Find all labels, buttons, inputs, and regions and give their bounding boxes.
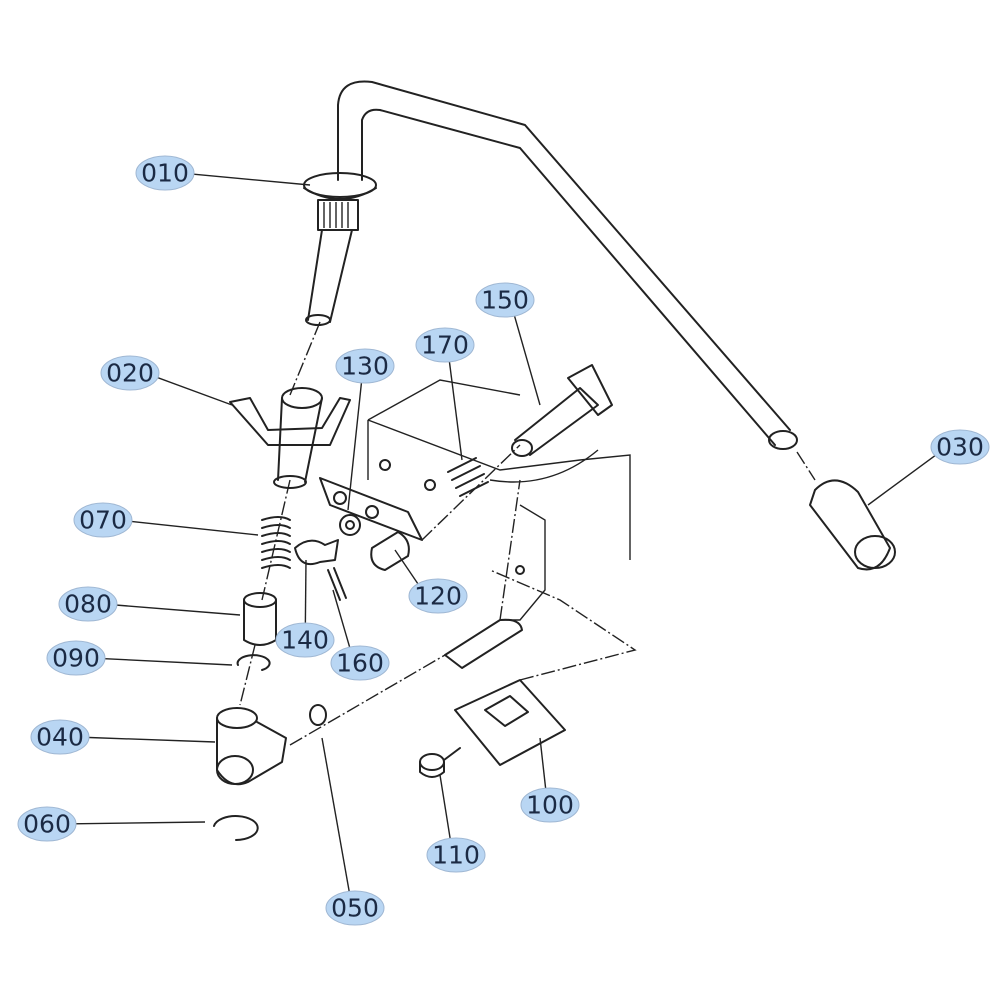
label-highlight xyxy=(930,429,990,465)
part-number: 050 xyxy=(331,894,379,923)
leader-line xyxy=(332,589,352,652)
lever-bracket xyxy=(229,387,351,489)
leader-line xyxy=(154,375,233,406)
label-highlight xyxy=(520,787,580,823)
leader-line xyxy=(190,173,311,186)
leader-line xyxy=(539,737,547,794)
pivot-block xyxy=(216,707,287,786)
label-highlight xyxy=(275,622,335,658)
spring-050 xyxy=(309,704,327,726)
spring xyxy=(261,516,291,569)
bolt xyxy=(419,747,461,778)
label-highlight xyxy=(325,890,385,926)
part-number: 120 xyxy=(414,582,462,611)
callout-100[interactable]: 100 xyxy=(520,737,580,823)
callout-140[interactable]: 140 xyxy=(275,559,335,658)
part-number: 030 xyxy=(936,433,984,462)
label-highlight xyxy=(17,806,77,842)
leader-line xyxy=(72,821,206,825)
leader-line xyxy=(394,549,421,588)
callout-090[interactable]: 090 xyxy=(46,640,233,676)
callout-070[interactable]: 070 xyxy=(73,502,259,538)
leader-line xyxy=(439,774,452,844)
pin xyxy=(511,364,613,457)
label-highlight xyxy=(73,502,133,538)
part-number: 010 xyxy=(141,159,189,188)
leader-line xyxy=(867,452,939,506)
label-highlight xyxy=(100,355,160,391)
label-highlight xyxy=(408,578,468,614)
part-number: 070 xyxy=(79,506,127,535)
small-spring xyxy=(447,457,489,497)
part-number: 090 xyxy=(52,644,100,673)
label-highlight xyxy=(135,155,195,191)
label-highlight xyxy=(58,586,118,622)
snap-ring xyxy=(213,815,259,841)
leader-line xyxy=(113,604,241,616)
leader-line xyxy=(512,311,541,406)
part-number: 150 xyxy=(481,286,529,315)
bushing xyxy=(243,592,277,646)
lever-rod xyxy=(303,80,798,450)
callout-120[interactable]: 120 xyxy=(394,549,468,614)
label-highlight xyxy=(335,348,395,384)
leader-line xyxy=(85,736,216,743)
label-highlight xyxy=(30,719,90,755)
callout-110[interactable]: 110 xyxy=(426,774,486,873)
leader-line xyxy=(448,356,463,461)
part-number: 020 xyxy=(106,359,154,388)
centerline xyxy=(239,321,816,746)
plate-assembly xyxy=(294,477,423,601)
callout-050[interactable]: 050 xyxy=(321,737,385,926)
label-highlight xyxy=(475,282,535,318)
label-highlight xyxy=(330,645,390,681)
part-number: 100 xyxy=(526,791,574,820)
callout-170[interactable]: 170 xyxy=(415,327,475,461)
stud xyxy=(444,618,523,669)
frame xyxy=(367,379,631,621)
part-number: 160 xyxy=(336,649,384,678)
grip xyxy=(809,479,896,571)
leader-line xyxy=(347,377,363,511)
callout-030[interactable]: 030 xyxy=(867,429,990,506)
part-number: 170 xyxy=(421,331,469,360)
clamp-plate xyxy=(454,679,566,766)
part-number: 060 xyxy=(23,810,71,839)
part-number: 140 xyxy=(281,626,329,655)
leader-line xyxy=(101,657,233,666)
label-highlight xyxy=(46,640,106,676)
leader-line xyxy=(304,559,307,629)
callout-020[interactable]: 020 xyxy=(100,355,233,406)
callout-130[interactable]: 130 xyxy=(335,348,395,511)
callout-060[interactable]: 060 xyxy=(17,806,206,842)
callout-160[interactable]: 160 xyxy=(330,589,390,681)
leader-line xyxy=(128,520,259,536)
callout-150[interactable]: 150 xyxy=(475,282,541,406)
label-highlight xyxy=(426,837,486,873)
callout-040[interactable]: 040 xyxy=(30,719,216,755)
part-number: 040 xyxy=(36,723,84,752)
callout-080[interactable]: 080 xyxy=(58,586,241,622)
part-number: 110 xyxy=(432,841,480,870)
callout-010[interactable]: 010 xyxy=(135,155,311,191)
part-number: 080 xyxy=(64,590,112,619)
leader-line xyxy=(321,737,351,897)
label-highlight xyxy=(415,327,475,363)
e-clip xyxy=(236,654,271,671)
part-number: 130 xyxy=(341,352,389,381)
